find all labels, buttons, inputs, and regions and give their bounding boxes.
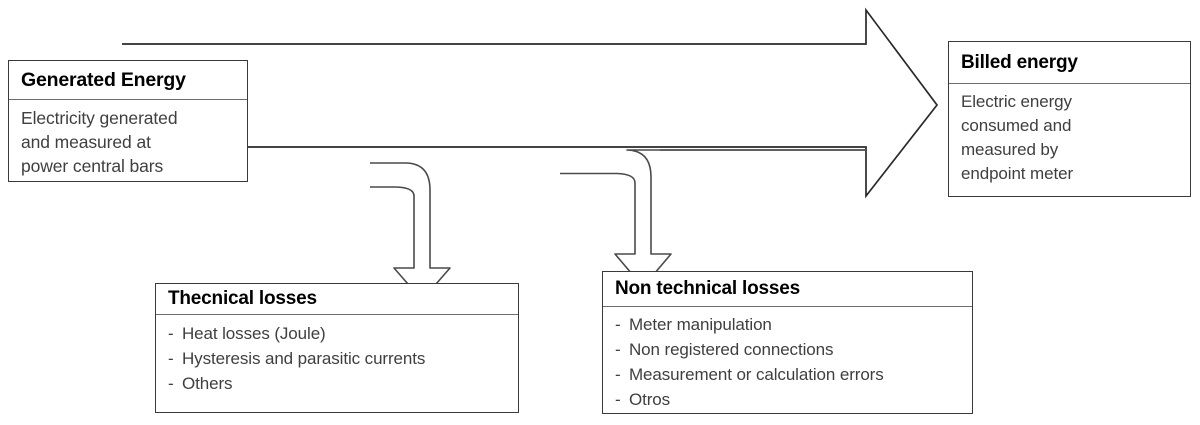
- technical-losses-branch-arrow: [370, 162, 451, 301]
- node-billed-energy-body: Electric energy consumed and measured by…: [949, 84, 1190, 186]
- node-generated-energy[interactable]: Generated Energy Electricity generated a…: [8, 60, 248, 182]
- body-line: Electricity generated: [21, 108, 178, 128]
- node-generated-energy-title: Generated Energy: [21, 69, 186, 91]
- body-line: Electric energy: [961, 92, 1072, 111]
- node-billed-energy-divider: [949, 83, 1190, 84]
- body-line: endpoint meter: [961, 164, 1074, 183]
- list-item-label: Otros: [629, 390, 671, 409]
- node-nontechnical-losses-body: - Meter manipulation - Non registered co…: [603, 307, 972, 412]
- nontechnical-losses-branch-arrow: [560, 149, 866, 288]
- list-item: - Meter manipulation: [615, 312, 972, 337]
- bullet-dash-icon: -: [615, 315, 621, 334]
- list-item: - Measurement or calculation errors: [615, 362, 972, 387]
- body-line: measured by: [961, 140, 1059, 159]
- main-flow-arrow: [122, 7, 939, 199]
- bullet-dash-icon: -: [168, 349, 174, 368]
- node-nontechnical-losses[interactable]: Non technical losses - Meter manipulatio…: [602, 271, 973, 414]
- list-item-label: Others: [182, 374, 233, 393]
- list-item: - Others: [168, 371, 518, 396]
- bullet-dash-icon: -: [615, 365, 621, 384]
- list-item-label: Hysteresis and parasitic currents: [182, 349, 426, 368]
- list-item: - Heat losses (Joule): [168, 321, 518, 346]
- list-item-label: Meter manipulation: [629, 315, 772, 334]
- list-item: - Hysteresis and parasitic currents: [168, 346, 518, 371]
- list-item: - Non registered connections: [615, 337, 972, 362]
- body-line: power central bars: [21, 156, 164, 176]
- bullet-dash-icon: -: [615, 340, 621, 359]
- body-line: and measured at: [21, 132, 151, 152]
- node-technical-losses-title: Thecnical losses: [168, 288, 317, 309]
- bullet-dash-icon: -: [615, 390, 621, 409]
- list-item-label: Measurement or calculation errors: [629, 365, 884, 384]
- node-generated-energy-divider: [9, 99, 247, 100]
- node-nontechnical-losses-divider: [603, 306, 972, 307]
- bullet-dash-icon: -: [168, 324, 174, 343]
- body-line: consumed and: [961, 116, 1072, 135]
- bullet-dash-icon: -: [168, 374, 174, 393]
- node-billed-energy[interactable]: Billed energy Electric energy consumed a…: [948, 41, 1191, 197]
- node-technical-losses-divider: [156, 314, 518, 315]
- list-item-label: Non registered connections: [629, 340, 834, 359]
- list-item: - Otros: [615, 387, 972, 412]
- node-technical-losses-body: - Heat losses (Joule) - Hysteresis and p…: [156, 315, 518, 396]
- node-generated-energy-body: Electricity generated and measured at po…: [9, 100, 247, 178]
- node-billed-energy-title: Billed energy: [961, 52, 1078, 73]
- node-technical-losses[interactable]: Thecnical losses - Heat losses (Joule) -…: [155, 283, 519, 413]
- node-nontechnical-losses-title: Non technical losses: [615, 278, 801, 299]
- list-item-label: Heat losses (Joule): [182, 324, 326, 343]
